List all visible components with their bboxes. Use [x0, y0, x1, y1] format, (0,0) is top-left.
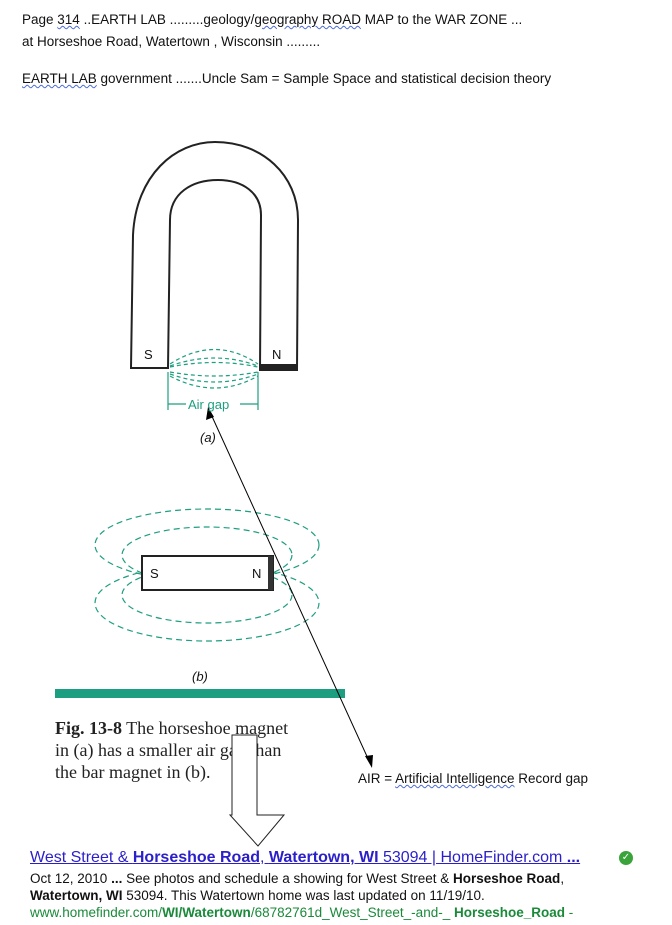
search-result-title-link[interactable]: West Street & Horseshoe Road, Watertown,…: [30, 849, 581, 866]
figure-a-label: (a): [200, 430, 216, 445]
caption-line-1: Fig. 13-8 The horseshoe magnet: [55, 718, 289, 738]
horseshoe-n-label: N: [272, 347, 282, 362]
search-snippet-line-2: Watertown, WI 53094. This Watertown home…: [30, 888, 485, 903]
figure-b-label: (b): [192, 669, 208, 684]
caption-line-3: the bar magnet in (b).: [55, 762, 211, 782]
header-line-1: Page 314 ..EARTH LAB .........geology/ge…: [22, 12, 523, 27]
accent-rule: [55, 689, 345, 698]
header-line-2: at Horseshoe Road, Watertown , Wisconsin…: [22, 34, 321, 49]
horseshoe-s-label: S: [144, 347, 153, 362]
search-snippet-line-1: Oct 12, 2010 ... See photos and schedule…: [30, 871, 565, 886]
caption-line-2: in (a) has a smaller air gap than: [55, 740, 282, 760]
bar-s-label: S: [150, 566, 159, 581]
verified-check-icon: ✓: [619, 851, 633, 865]
bar-n-label: N: [252, 566, 262, 581]
horseshoe-magnet: [129, 140, 300, 371]
search-result-url[interactable]: www.homefinder.com/WI/Watertown/68782761…: [30, 905, 574, 920]
air-gap-field-lines: [169, 348, 259, 389]
header-line-3: EARTH LAB government .......Uncle Sam = …: [22, 71, 552, 86]
double-arrow-line: [206, 407, 373, 768]
air-gap-label: Air gap: [188, 397, 230, 412]
air-annotation: AIR = Artificial Intelligence Record gap: [358, 771, 589, 786]
air-gap-dimension: [167, 372, 259, 410]
